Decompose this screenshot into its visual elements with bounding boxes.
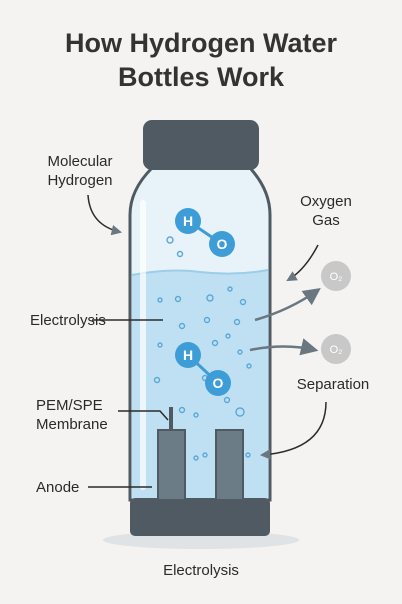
molecule-bottom: H O: [175, 342, 231, 396]
label-pem-line1: PEM/SPE: [36, 397, 103, 414]
molecule-top: H O: [175, 208, 235, 257]
label-molecular-hydrogen-line2: Hydrogen: [47, 172, 113, 189]
o2-bubble-top: O₂: [321, 261, 351, 291]
o-atom-bottom: O: [213, 375, 224, 391]
arrow-o2-top: [254, 287, 321, 322]
h-atom-bottom: H: [183, 347, 193, 363]
arrow-oxygen-gas: [286, 244, 319, 282]
bottle-cap: [143, 120, 259, 170]
label-pem-membrane: PEM/SPE Membrane: [36, 396, 108, 434]
glass-highlight: [140, 200, 146, 490]
water: [132, 270, 268, 498]
label-oxygen-gas: Oxygen Gas: [286, 192, 366, 230]
label-oxygen-gas-line2: Gas: [312, 212, 340, 229]
bubbles: [153, 236, 252, 461]
label-molecular-hydrogen: Molecular Hydrogen: [36, 152, 124, 190]
arrow-molecular-hydrogen: [87, 194, 123, 236]
electrode-right: [215, 429, 244, 501]
arrow-separation: [259, 401, 327, 460]
o2-label-bottom: O₂: [330, 344, 343, 356]
o2-label-top: O₂: [330, 271, 343, 283]
title-line-1: How Hydrogen Water: [64, 28, 338, 58]
arrow-o2-bottom: [249, 338, 319, 356]
label-molecular-hydrogen-line1: Molecular: [47, 153, 113, 170]
label-pem-line2: Membrane: [36, 416, 108, 433]
label-electrolysis: Electrolysis: [30, 312, 106, 329]
water-surface: [131, 269, 269, 276]
label-anode: Anode: [36, 479, 80, 496]
title-line-2: Bottles Work: [117, 62, 285, 92]
caption: Electrolysis: [163, 562, 239, 579]
bottle-base: [130, 498, 270, 536]
pem-rod: [169, 407, 173, 431]
leader-pem: [118, 410, 169, 421]
label-separation: Separation: [296, 376, 370, 393]
label-oxygen-gas-line1: Oxygen: [300, 193, 352, 210]
o-atom-top: O: [217, 236, 228, 252]
o2-bubble-bottom: O₂: [321, 334, 351, 364]
h-atom-top: H: [183, 213, 193, 229]
electrode-left: [157, 429, 186, 501]
page-title: How Hydrogen Water Bottles Work: [0, 26, 402, 94]
